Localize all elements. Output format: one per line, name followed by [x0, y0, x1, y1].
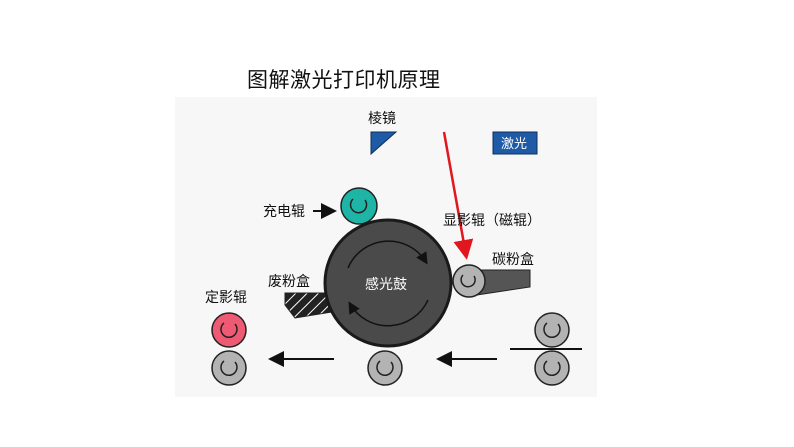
prism-label: 棱镜	[368, 111, 396, 127]
toner-box-label: 碳粉盒	[492, 251, 534, 268]
laser-source-box	[492, 131, 538, 155]
feed-roller-top	[534, 312, 570, 348]
feed-roller-bottom-rotation-icon	[543, 360, 561, 377]
fuser-roller-bottom-rotation-icon	[220, 360, 238, 377]
charge-roller	[340, 187, 378, 225]
developer-roller-rotation-icon	[460, 274, 476, 288]
waste-toner-box-label: 废粉盒	[268, 273, 310, 290]
drum-label: 感光鼓	[365, 276, 407, 293]
waste-toner-box	[284, 292, 333, 319]
fuser-roller-label: 定影辊	[205, 290, 247, 306]
charge-roller-label: 充电辊	[263, 204, 305, 220]
transfer-roller-rotation-icon	[376, 360, 394, 377]
fuser-roller-bottom	[211, 350, 247, 386]
drum-rotation-arrow-bottom	[348, 299, 429, 327]
charge-roller-rotation-icon	[349, 198, 368, 214]
drum-rotation-arrow-top	[347, 240, 428, 269]
laser-beam-arrow	[442, 131, 474, 260]
prism-icon	[370, 131, 398, 156]
laser-label: 激光	[501, 137, 527, 152]
transfer-roller	[367, 350, 403, 386]
feed-roller-bottom	[534, 350, 570, 386]
fuser-roller-top-rotation-icon	[220, 322, 238, 339]
developer-roller	[452, 264, 486, 298]
diagram-title: 图解激光打印机原理	[247, 68, 441, 92]
fuser-roller-top	[211, 312, 247, 348]
developer-roller-label: 显影辊（磁辊）	[443, 213, 541, 229]
feed-roller-top-rotation-icon	[543, 322, 561, 339]
